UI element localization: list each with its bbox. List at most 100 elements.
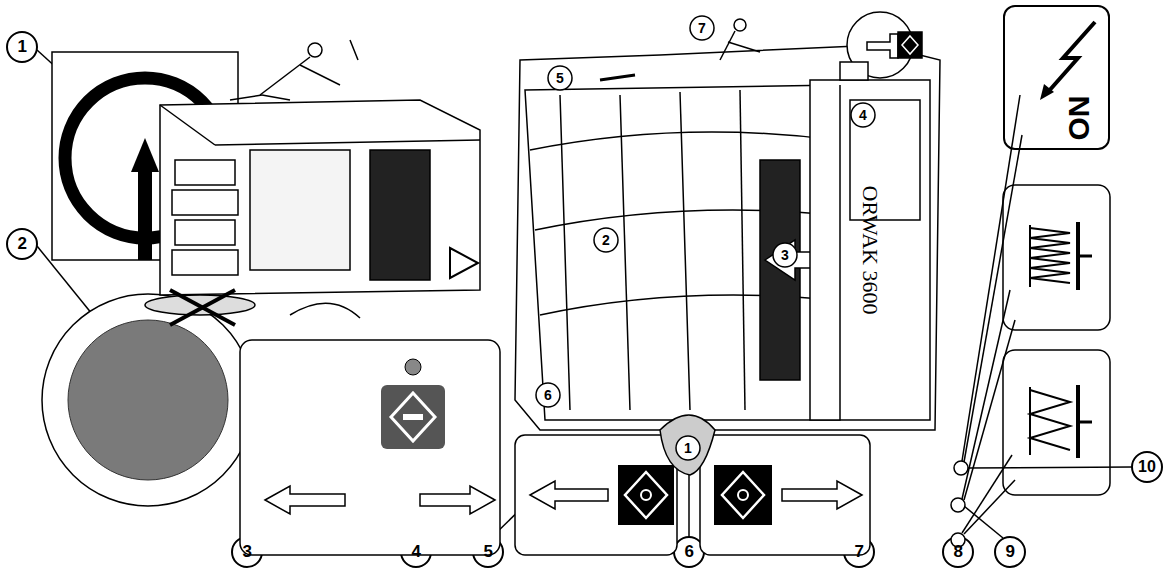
press-up-button-part [722, 472, 764, 518]
warning-scene-part [300, 65, 340, 85]
spring-symbol-part [1078, 421, 1092, 424]
symbol-text: ON [1061, 96, 1095, 141]
spring-symbol-part [1029, 387, 1031, 455]
inset-callout-circle-part [548, 66, 572, 90]
warning-scene-part [175, 160, 235, 185]
warning-scene-part [170, 290, 235, 325]
spring-symbol-part [1078, 255, 1092, 258]
lightning-symbol-part [1040, 84, 1054, 100]
baler-machine-part [734, 19, 746, 31]
callout-number: 5 [556, 70, 564, 86]
callout-number: 3 [781, 247, 789, 263]
baler-machine-part [898, 32, 922, 58]
warning-scene-part [160, 105, 215, 145]
callout-number: 7 [698, 20, 706, 36]
callout-number: 1 [684, 440, 692, 456]
inset-callout-circle-part [594, 228, 618, 252]
spring-symbol [1003, 185, 1110, 495]
baler-machine-part [839, 85, 841, 420]
operation-button-part [403, 414, 423, 420]
warning-scene [145, 40, 480, 325]
warning-scene-part [370, 150, 430, 280]
lightning-symbol-part [1048, 22, 1095, 92]
baler-machine-part [525, 85, 840, 420]
start-symbol-part [138, 170, 152, 260]
inset-callout-circle-part [773, 243, 797, 267]
inset-callout-circle-part [536, 383, 560, 407]
leader-line-part [962, 455, 1012, 533]
warning-scene-part [260, 57, 310, 95]
press-down-button-part [641, 490, 651, 500]
spring-symbol-part [1003, 350, 1110, 495]
inset-callout-circle [536, 16, 875, 460]
baler-machine-part [840, 62, 868, 80]
baler-machine-part [515, 45, 940, 430]
press-down-button [515, 435, 677, 555]
baler-machine-part [560, 95, 570, 410]
operation-button-part [420, 486, 495, 514]
press-up-button-part [700, 435, 870, 555]
callout-number: 1 [18, 37, 27, 57]
callout-number: 4 [859, 107, 867, 123]
stop-button-part [42, 294, 254, 506]
warning-scene-part [290, 303, 360, 318]
warning-scene-part [230, 95, 262, 100]
leader-line-part [964, 480, 1015, 534]
press-down-button-part [515, 435, 677, 555]
baler-machine-part [728, 42, 760, 52]
operation-button [240, 340, 500, 555]
inset-callout-circle-part [676, 436, 700, 460]
spring-symbol-part [1029, 225, 1031, 287]
operation-button-part [405, 359, 421, 375]
start-symbol-part [131, 138, 159, 172]
indicator-lamp-part [954, 461, 968, 475]
callout-number: 10 [1138, 458, 1156, 476]
callout-circle [7, 32, 1162, 567]
warning-scene-part [262, 95, 290, 100]
callout-circle-part [995, 537, 1025, 567]
press-up-button-part [738, 490, 748, 500]
warning-scene-part [308, 43, 322, 57]
operation-button-part [381, 385, 445, 449]
press-down-button-part [530, 481, 608, 509]
warning-scene-part [215, 140, 480, 145]
callout-number: 5 [484, 542, 493, 562]
leader-line-part [964, 135, 1022, 462]
press-up-button [700, 435, 870, 555]
baler-machine-part [740, 90, 745, 410]
warning-scene-part [350, 40, 358, 60]
baler-machine-part [680, 92, 690, 410]
callout-circle-part [7, 229, 37, 259]
press-down-button-part [618, 465, 674, 525]
stop-button [42, 294, 254, 506]
callout-number: 6 [685, 542, 694, 562]
warning-scene-part [450, 248, 478, 278]
warning-scene-part [175, 220, 235, 245]
callout-circle-part [1132, 452, 1162, 482]
warning-scene-part [170, 290, 235, 325]
callout-number: 6 [544, 387, 552, 403]
baler-machine-part [810, 80, 930, 420]
inset-callout-circle-part [851, 103, 875, 127]
lightning-symbol [1040, 22, 1095, 100]
warning-scene-part [160, 100, 480, 295]
press-down-button-part [625, 472, 667, 518]
baler-machine-part [620, 95, 630, 410]
warning-scene-part [250, 150, 350, 270]
spring-symbol-part [1030, 390, 1070, 450]
spring-symbol-part [1030, 228, 1070, 283]
callout-number: 9 [1006, 542, 1015, 562]
spring-symbol-part [1003, 185, 1110, 330]
leader-line-part [964, 320, 1015, 500]
callout-number: 7 [855, 542, 864, 562]
baler-machine-part [660, 415, 715, 475]
press-up-button-part [714, 465, 772, 525]
indicator-lamp-part [951, 498, 965, 512]
baler-machine-part [867, 34, 898, 58]
baler-machine-part [600, 75, 635, 80]
machine-brand: ORWAK 3600 [857, 186, 883, 315]
leader-line-part [968, 467, 1132, 468]
callout-number: 2 [602, 232, 610, 248]
